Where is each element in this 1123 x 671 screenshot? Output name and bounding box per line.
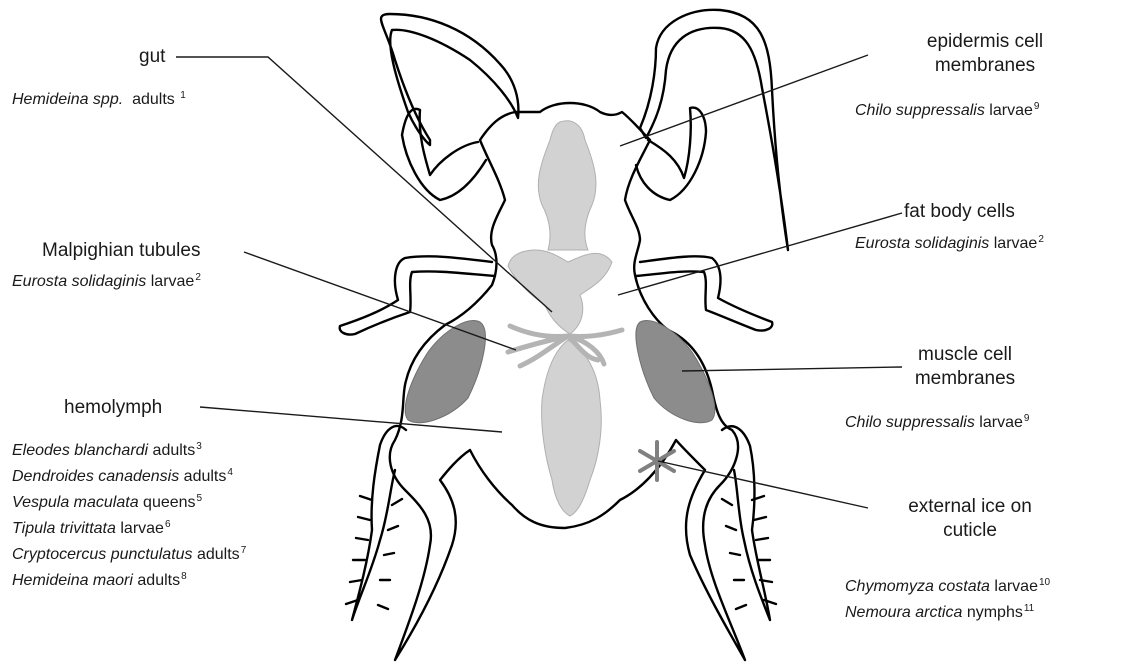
label-epidermis-cell-membranes: epidermis cell membranes — [880, 30, 1090, 78]
species-malpighian-0: Eurosta solidaginis larvae2 — [12, 270, 201, 296]
species-hemolymph-0: Eleodes blanchardi adults3 — [12, 439, 202, 465]
species-gut-0: Hemideina spp. adults 1 — [12, 88, 186, 114]
species-epidermis-0: Chilo suppressalis larvae9 — [855, 99, 1039, 125]
species-fatbody-0: Eurosta solidaginis larvae2 — [855, 232, 1044, 258]
species-hemolymph-5: Hemideina maori adults8 — [12, 569, 187, 595]
species-hemolymph-2: Vespula maculata queens5 — [12, 491, 202, 517]
leg-spines-right — [722, 496, 776, 609]
ice-crystal-icon — [640, 442, 674, 480]
label-malpighian-tubules: Malpighian tubules — [42, 239, 200, 263]
muscle-right — [636, 321, 715, 423]
leg-hind-right — [722, 426, 770, 620]
species-ice-0: Chymomyza costata larvae10 — [845, 575, 1050, 601]
leader-malpighian — [244, 252, 516, 350]
species-hemolymph-3: Tipula trivittata larvae6 — [12, 517, 171, 543]
leg-hind-left — [352, 426, 406, 620]
leader-hemolymph — [200, 407, 502, 432]
species-hemolymph-4: Cryptocercus punctulatus adults7 — [12, 543, 246, 569]
leg-front-right — [636, 108, 706, 200]
label-external-ice-on-cuticle: external ice on cuticle — [870, 495, 1070, 543]
leader-epidermis — [620, 55, 868, 146]
muscle-left — [405, 321, 485, 423]
antenna-left — [381, 14, 518, 145]
species-hemolymph-1: Dendroides canadensis adults4 — [12, 465, 233, 491]
label-muscle-cell-membranes: muscle cell membranes — [865, 343, 1065, 391]
label-fat-body-cells: fat body cells — [904, 200, 1015, 224]
species-ice-1: Nemoura arctica nymphs11 — [845, 601, 1034, 627]
gut-midgut — [508, 250, 612, 334]
species-muscle-0: Chilo suppressalis larvae9 — [845, 411, 1029, 437]
label-gut: gut — [139, 45, 165, 69]
gut-foregut — [538, 121, 596, 250]
gut-hindgut — [542, 340, 602, 516]
label-hemolymph: hemolymph — [64, 396, 162, 420]
leg-spines-left — [346, 496, 402, 609]
